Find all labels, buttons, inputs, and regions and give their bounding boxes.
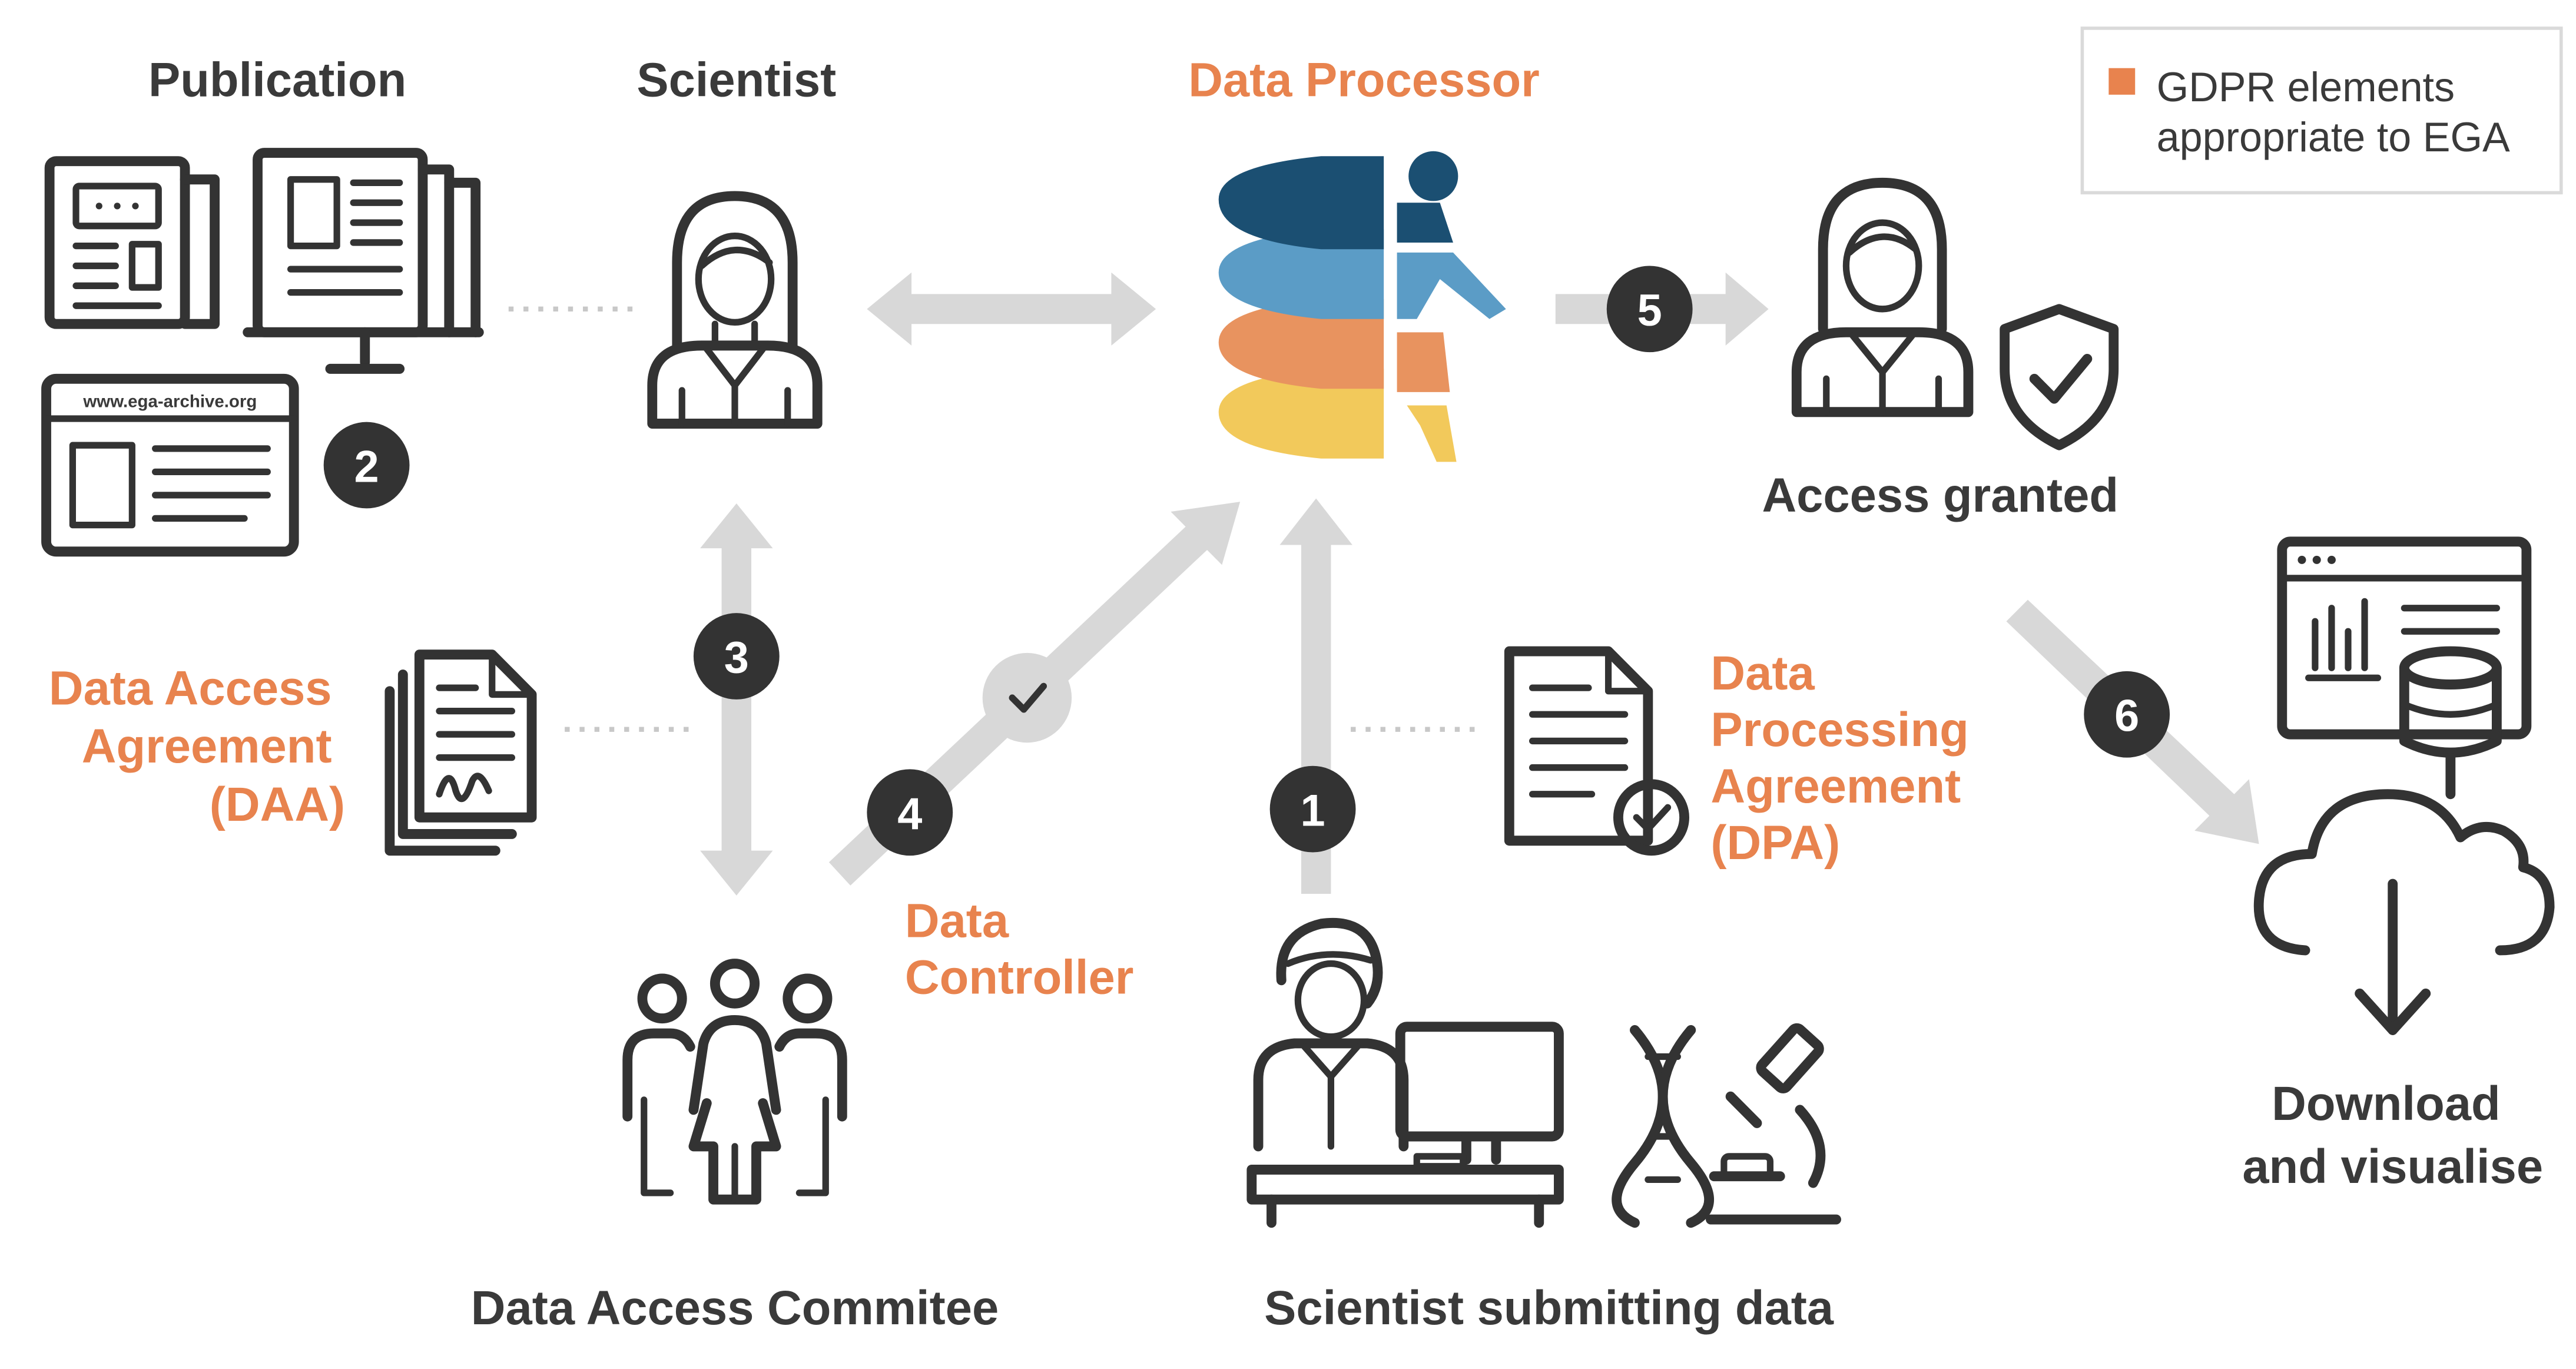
website-icon: www.ega-archive.org <box>41 373 299 557</box>
step-2: 2 <box>323 422 410 509</box>
svg-text:3: 3 <box>724 633 749 683</box>
svg-text:4: 4 <box>897 789 922 839</box>
data-processor-title: Data Processor <box>1188 53 1540 107</box>
submitting-title: Scientist submitting data <box>1264 1281 1834 1335</box>
group-icon <box>622 959 847 1205</box>
dna-icon <box>1612 1025 1715 1228</box>
check-icon <box>1009 682 1047 713</box>
legend-line-1: GDPR elements <box>2157 64 2455 110</box>
svg-text:5: 5 <box>1637 286 1662 336</box>
step-1: 1 <box>1269 765 1356 853</box>
dpa-document-icon <box>1504 646 1689 856</box>
signed-documents-icon <box>384 649 537 856</box>
legend-line-2: appropriate to EGA <box>2157 114 2510 160</box>
legend: GDPR elements appropriate to EGA <box>2080 26 2563 195</box>
arrow-submitter-processor <box>1279 498 1352 894</box>
scientist-computer-icon <box>1246 918 1564 1228</box>
legend-box <box>2080 26 2563 195</box>
svg-text:2: 2 <box>354 442 379 492</box>
svg-text:1: 1 <box>1301 785 1325 836</box>
publication-title: Publication <box>148 53 406 107</box>
scientist-title: Scientist <box>636 53 836 107</box>
microscope-icon <box>1706 1023 1842 1225</box>
controller-check-badge <box>982 652 1072 743</box>
svg-text:6: 6 <box>2114 691 2139 741</box>
database-person-icon <box>1218 151 1506 462</box>
database-layers <box>1218 156 1384 459</box>
dpa-label: Data Processing Agreement (DPA) <box>1710 647 1982 870</box>
scientist-granted-icon <box>1791 177 1974 417</box>
daa-label: Data Access Agreement (DAA) <box>49 661 345 831</box>
database-icon <box>2399 646 2502 800</box>
monitor-article-icon <box>243 148 484 374</box>
newspaper-icon <box>44 156 220 329</box>
website-url: www.ega-archive.org <box>82 392 257 411</box>
scientist-icon <box>647 191 823 429</box>
step-6: 6 <box>2084 671 2170 758</box>
shield-check-icon <box>2000 304 2119 450</box>
committee-title: Data Access Commitee <box>471 1281 999 1335</box>
legend-swatch <box>2108 68 2136 95</box>
data-controller-label: Data Controller <box>905 894 1134 1004</box>
download-label: Download and visualise <box>2242 1077 2543 1194</box>
cloud-download-icon <box>2253 789 2555 1035</box>
arrow-scientist-processor <box>867 272 1156 346</box>
access-granted-title: Access granted <box>1762 469 2119 522</box>
step-4: 4 <box>867 769 953 856</box>
step-5: 5 <box>1606 266 1693 353</box>
step-3: 3 <box>693 613 780 700</box>
